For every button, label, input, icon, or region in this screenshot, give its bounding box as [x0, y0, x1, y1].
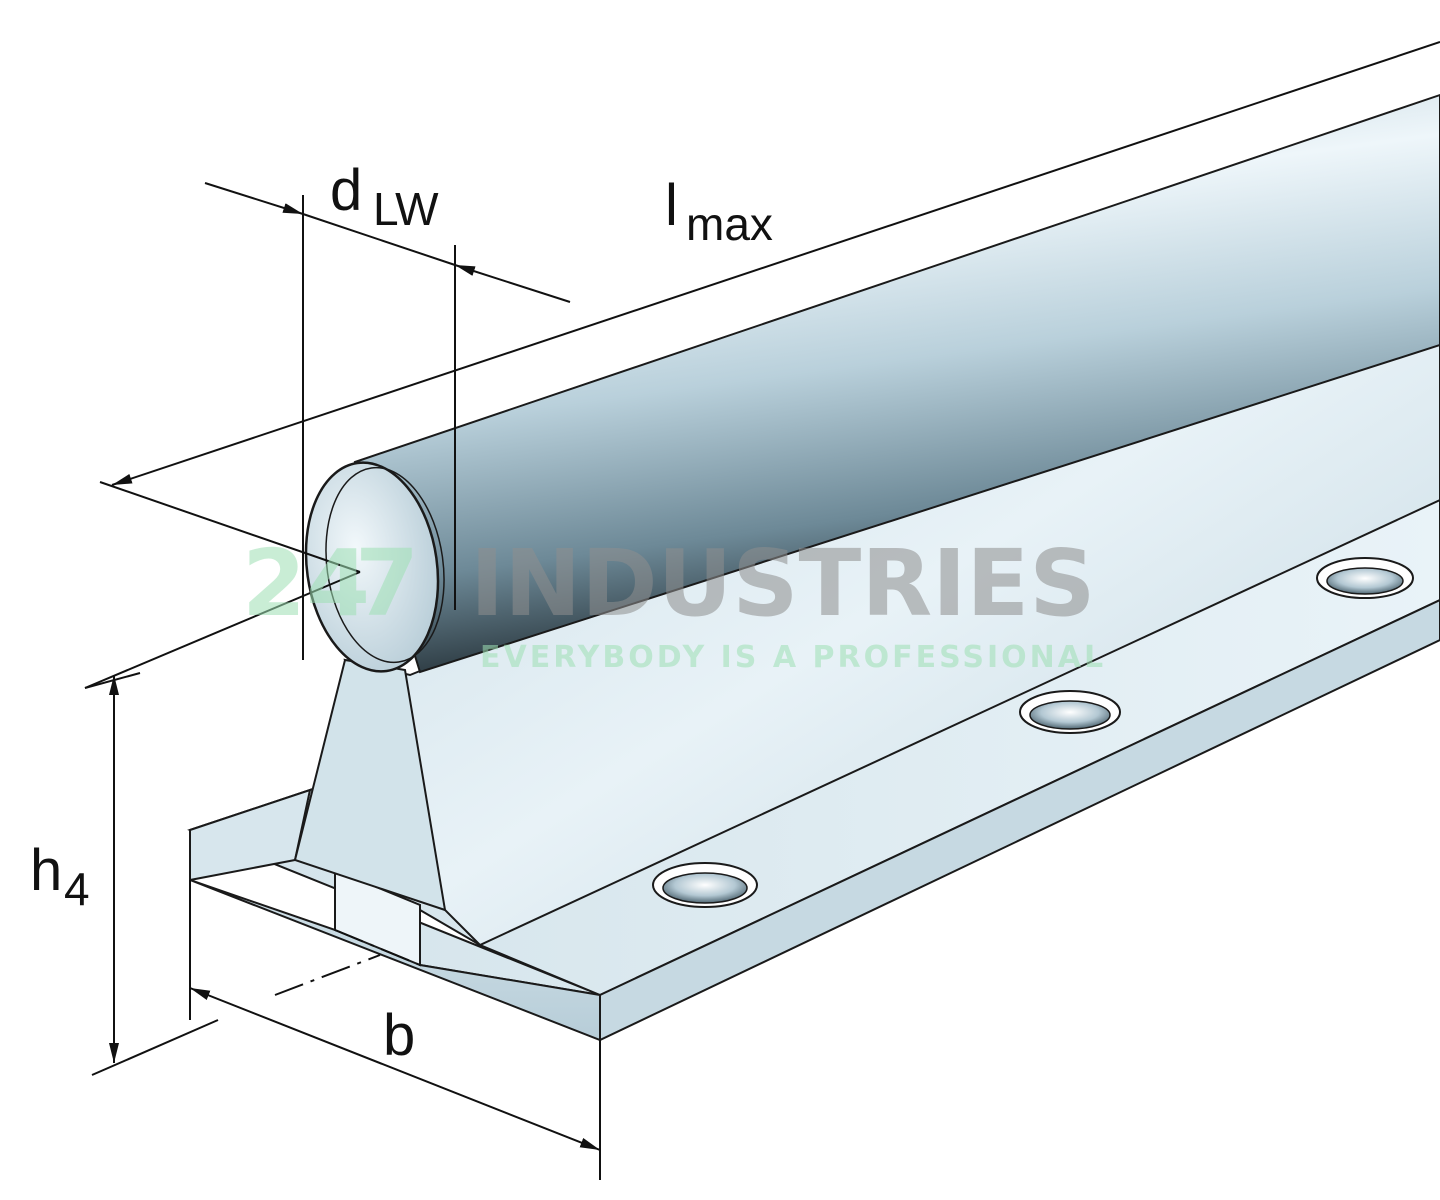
shaft-chamfer [325, 466, 445, 664]
svg-text:4: 4 [64, 863, 90, 915]
dim-h-4-label: h 4 [30, 838, 90, 915]
dim-d-lw-label: d LW [330, 158, 439, 235]
watermark-number: 24 [242, 530, 370, 637]
dimension-lines [84, 41, 1440, 1180]
watermark-partial: 7 [355, 530, 419, 637]
svg-text:d: d [330, 158, 362, 223]
svg-text:h: h [30, 838, 62, 903]
svg-text:max: max [686, 198, 773, 250]
svg-text:LW: LW [373, 183, 439, 235]
shaft [304, 93, 1440, 674]
mounting-hole [1316, 557, 1414, 599]
dim-b-label: b [383, 1003, 415, 1068]
base-plate-side [599, 598, 1440, 1042]
watermark-tagline: EVERYBODY IS A PROFESSIONAL [480, 640, 1106, 675]
shaft-end-face [304, 461, 440, 673]
svg-text:b: b [383, 1003, 415, 1068]
svg-text:l: l [665, 173, 678, 238]
mounting-hole [1019, 690, 1121, 734]
watermark: 24 7 INDUSTRIES EVERYBODY IS A PROFESSIO… [242, 530, 1106, 675]
mounting-hole [652, 862, 758, 908]
dim-l-max-label: l max [665, 173, 773, 250]
watermark-brand: INDUSTRIES [470, 530, 1096, 637]
